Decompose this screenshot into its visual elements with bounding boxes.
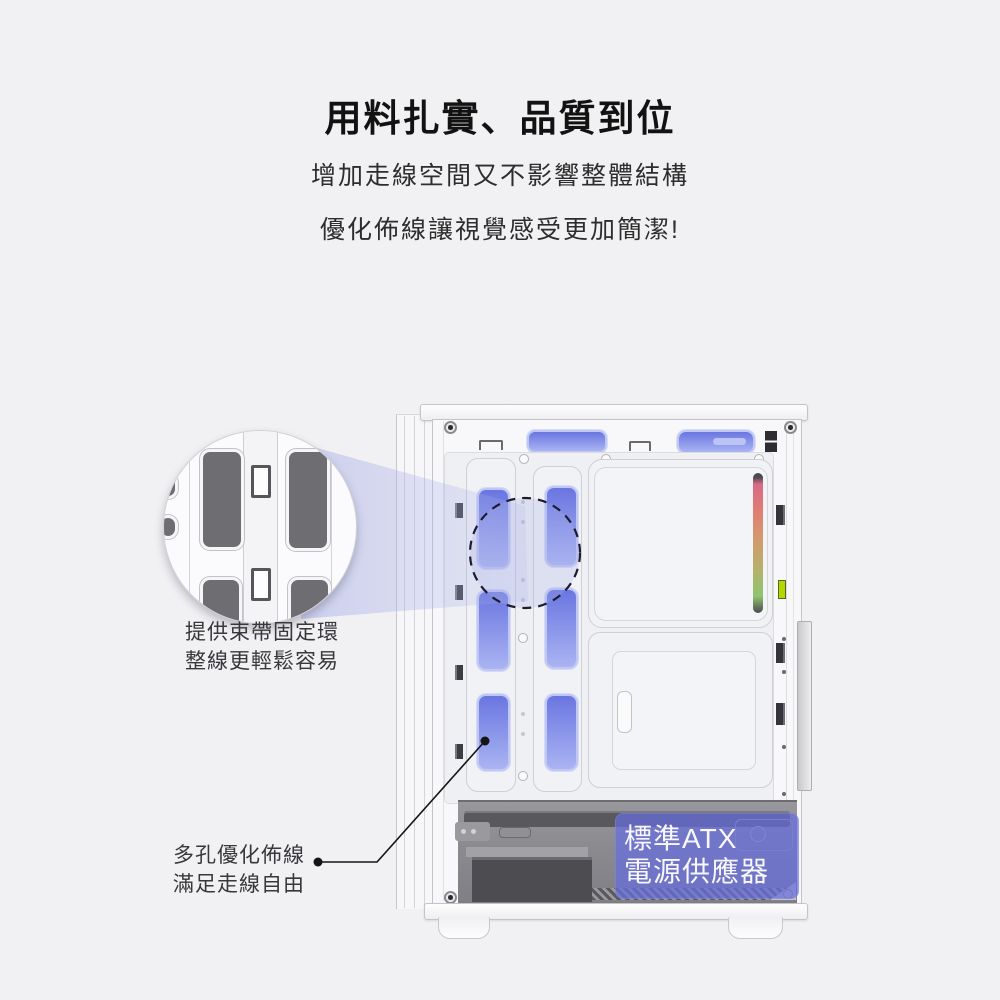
callout-tie-ring: 提供束帶固定環 整線更輕鬆容易: [185, 618, 339, 676]
psu-label-line-1: 標準ATX: [624, 823, 738, 854]
cable-tie-loop: [479, 440, 503, 450]
inset-cable-hole: [164, 515, 178, 539]
mobo-cutout-panel: [594, 467, 768, 621]
inset-cable-hole: [200, 449, 244, 550]
case-bottom-rail: [424, 903, 808, 920]
side-panel-edge: [797, 621, 812, 791]
magnifier-inset-circle: [163, 430, 357, 624]
screw: [784, 421, 797, 434]
cable-tie-loop: [629, 441, 651, 451]
inset-cable-hole: [286, 449, 330, 551]
psu-label-line-2: 電源供應器: [624, 856, 770, 887]
panel-clip: [776, 643, 785, 663]
tie-bracket: [455, 744, 463, 759]
inset-cable-hole: [164, 473, 178, 499]
cable-tie-ring: [251, 465, 271, 498]
screw: [444, 421, 457, 434]
cable-routing-hole: [545, 486, 578, 567]
cover-handle-slot: [617, 691, 632, 733]
callout-tie-ring-line-1: 提供束帶固定環: [185, 621, 339, 644]
rgb-strip: [753, 473, 763, 613]
cable-routing-hole: [477, 694, 510, 771]
callout-tie-ring-line-2: 整線更輕鬆容易: [185, 650, 339, 673]
inset-cable-hole: [200, 577, 242, 623]
top-cable-grommet-hole: [527, 430, 607, 453]
case-foot: [438, 917, 490, 939]
cable-routing-hole: [477, 488, 510, 569]
callout-multi-hole: 多孔優化佈線 滿足走線自由: [173, 841, 305, 899]
tie-bracket: [455, 585, 463, 600]
cable-routing-hole: [477, 590, 510, 671]
top-cable-grommet-hole: [677, 430, 755, 454]
page-title: 用料扎實、品質到位: [324, 98, 676, 139]
led-indicator: [778, 580, 786, 599]
case-foot: [728, 917, 783, 939]
psu-bracket-plate: [455, 822, 490, 841]
latch-bracket: [765, 431, 777, 452]
cable-routing-hole: [545, 588, 578, 669]
drive-cage: [472, 857, 592, 902]
subtitle-line-1: 增加走線空間又不影響整體結構: [310, 162, 689, 190]
subtitle-line-2: 優化佈線讓視覺感受更加簡潔!: [320, 216, 680, 244]
panel-clip: [776, 703, 785, 725]
callout-multi-hole-line-2: 滿足走線自由: [173, 873, 305, 896]
cable-routing-hole: [545, 694, 578, 771]
cable-tie-ring: [251, 568, 271, 601]
callout-multi-hole-line-1: 多孔優化佈線: [173, 844, 305, 867]
panel-clip: [776, 505, 785, 525]
drive-cage-rim: [466, 847, 588, 857]
tie-bracket: [455, 503, 463, 518]
rail-slot: [499, 827, 531, 838]
screw: [444, 891, 457, 904]
grommet-slit: [713, 438, 746, 445]
drive-bay-cover: [612, 651, 756, 770]
tie-bracket: [455, 665, 463, 680]
leader-dot: [313, 857, 323, 867]
inset-cable-hole: [288, 577, 331, 623]
psu-label-overlay: 標準ATX 電源供應器: [615, 813, 799, 899]
